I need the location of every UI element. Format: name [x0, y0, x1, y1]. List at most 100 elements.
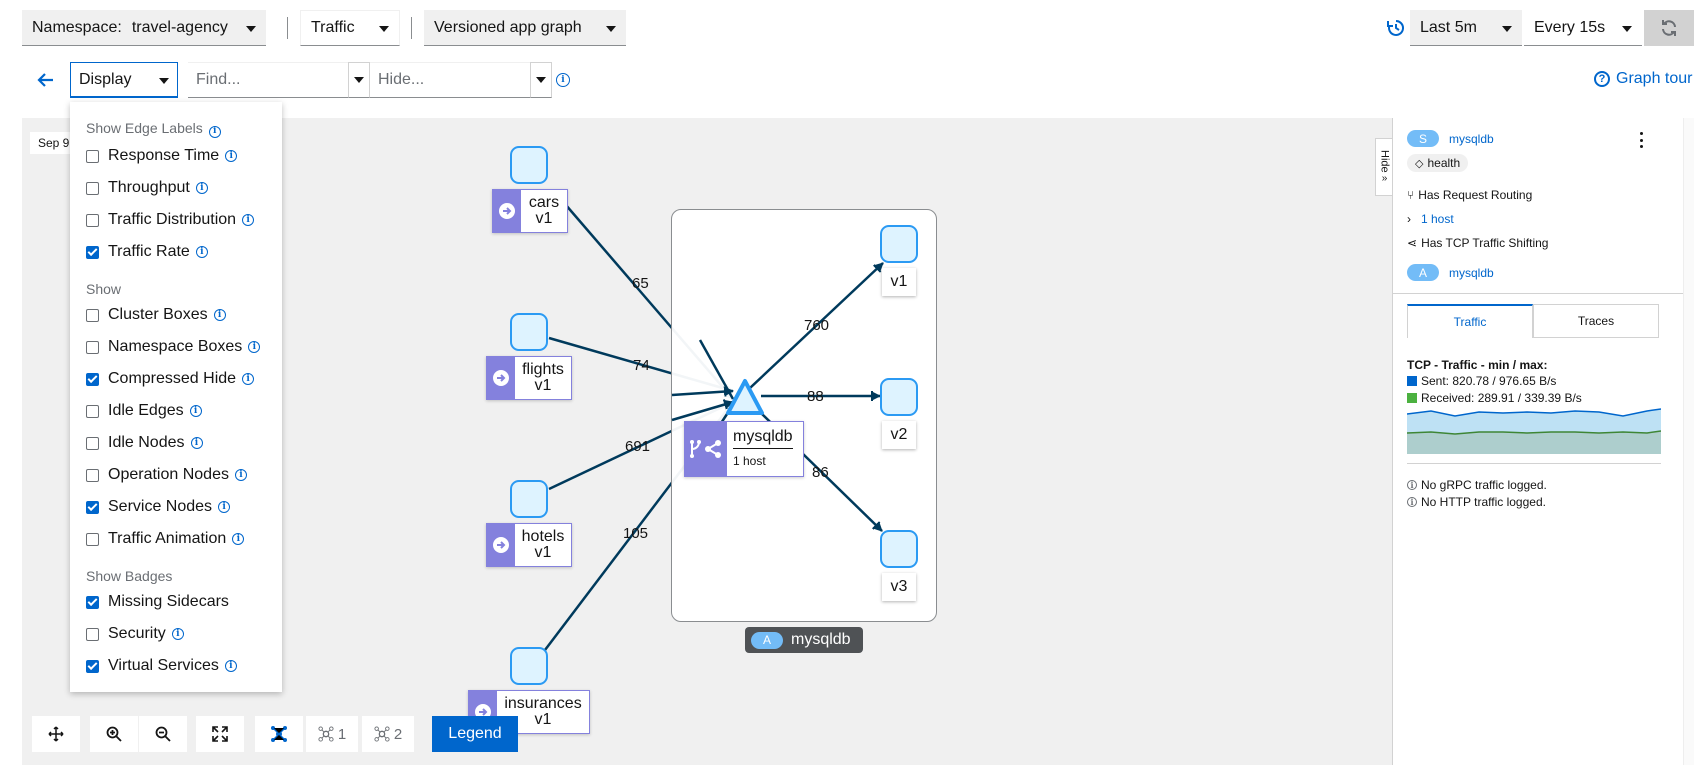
tab-traffic[interactable]: Traffic: [1407, 304, 1533, 338]
info-icon[interactable]: i: [218, 501, 231, 513]
zoom-in-button[interactable]: [90, 716, 138, 752]
layout-1-button[interactable]: 1: [306, 716, 358, 752]
label-mysqldb[interactable]: mysqldb 1 host: [684, 421, 804, 477]
info-icon[interactable]: i: [234, 469, 247, 481]
info-icon[interactable]: i: [556, 73, 570, 87]
info-icon[interactable]: i: [213, 309, 226, 321]
namespace-selector[interactable]: Namespace: travel-agency: [22, 10, 266, 46]
info-icon[interactable]: i: [171, 628, 184, 640]
node-cars[interactable]: [510, 146, 548, 184]
node-hotels[interactable]: [510, 480, 548, 518]
checkbox-checked[interactable]: [86, 659, 99, 673]
traffic-selector[interactable]: Traffic: [300, 10, 400, 46]
scrollbar[interactable]: [1683, 118, 1694, 765]
checkbox-checked[interactable]: [86, 500, 99, 514]
info-icon[interactable]: i: [248, 341, 261, 353]
kebab-menu-icon[interactable]: [1637, 132, 1645, 148]
checkbox[interactable]: [86, 149, 99, 163]
zoom-out-button[interactable]: [139, 716, 187, 752]
app-link[interactable]: mysqldb: [1449, 265, 1494, 280]
tag-icon: ◇: [1415, 157, 1424, 170]
info-icon[interactable]: i: [242, 373, 255, 385]
hosts-link[interactable]: 1 host: [1421, 212, 1454, 226]
info-icon[interactable]: i: [189, 405, 202, 417]
display-dropdown-toggle[interactable]: Display: [70, 62, 178, 98]
label-v1[interactable]: v1: [882, 268, 916, 296]
checkbox-checked[interactable]: [86, 595, 99, 609]
info-icon[interactable]: i: [242, 214, 255, 226]
node-name: hotels: [521, 528, 565, 545]
checkbox[interactable]: [86, 436, 99, 450]
info-icon[interactable]: i: [190, 437, 203, 449]
checkbox[interactable]: [86, 627, 99, 641]
checkbox[interactable]: [86, 404, 99, 418]
service-entry-icon: [487, 524, 515, 566]
hide-input[interactable]: Hide...: [370, 62, 530, 98]
fit-to-screen-button[interactable]: [196, 716, 244, 752]
node-v1[interactable]: [880, 225, 918, 263]
info-icon[interactable]: i: [232, 533, 245, 545]
info-icon[interactable]: i: [208, 125, 221, 138]
info-icon[interactable]: i: [195, 182, 208, 194]
layout-default-button[interactable]: [255, 716, 303, 752]
time-range-selector[interactable]: Last 5m: [1410, 10, 1522, 46]
app-box-name: mysqldb: [791, 631, 851, 648]
checkbox[interactable]: [86, 468, 99, 482]
layout-2-button[interactable]: 2: [362, 716, 414, 752]
info-icon[interactable]: i: [195, 246, 208, 258]
hide-panel-tab[interactable]: Hide »: [1375, 138, 1393, 196]
pan-button[interactable]: [32, 716, 80, 752]
find-input[interactable]: Find...: [188, 62, 348, 98]
tab-traces[interactable]: Traces: [1533, 304, 1659, 338]
legend-button[interactable]: Legend: [432, 716, 518, 752]
info-icon[interactable]: i: [225, 150, 238, 162]
refresh-interval-selector[interactable]: Every 15s: [1524, 10, 1642, 46]
node-flights[interactable]: [510, 313, 548, 351]
checkbox-checked[interactable]: [86, 372, 99, 386]
info-icon[interactable]: i: [224, 660, 237, 672]
label-v3[interactable]: v3: [882, 573, 916, 601]
hosts-toggle[interactable]: › 1 host: [1407, 212, 1454, 226]
node-v2[interactable]: [880, 378, 918, 416]
node-mysqldb-service[interactable]: [725, 378, 765, 416]
service-link[interactable]: mysqldb: [1449, 131, 1494, 146]
hide-dropdown-toggle[interactable]: [530, 62, 552, 98]
back-arrow-icon[interactable]: [36, 70, 56, 90]
refresh-button[interactable]: [1644, 10, 1694, 46]
node-v3[interactable]: [880, 530, 918, 568]
topology-icon: [271, 726, 287, 742]
checkbox[interactable]: [86, 308, 99, 322]
label-v2[interactable]: v2: [882, 421, 916, 449]
node-insurances[interactable]: [510, 647, 548, 685]
checkbox-checked[interactable]: [86, 245, 99, 259]
find-dropdown-toggle[interactable]: [348, 62, 370, 98]
option-missing-sidecars[interactable]: Missing Sidecars: [86, 593, 229, 611]
history-icon[interactable]: [1386, 18, 1406, 38]
graph-type-selector[interactable]: Versioned app graph: [424, 10, 626, 46]
chevron-down-icon: [1622, 21, 1632, 35]
checkbox[interactable]: [86, 340, 99, 354]
topology-icon: [374, 726, 390, 742]
graph-tour-link[interactable]: ? Graph tour: [1594, 70, 1692, 88]
checkbox[interactable]: [86, 213, 99, 227]
checkbox[interactable]: [86, 532, 99, 546]
checkbox[interactable]: [86, 181, 99, 195]
